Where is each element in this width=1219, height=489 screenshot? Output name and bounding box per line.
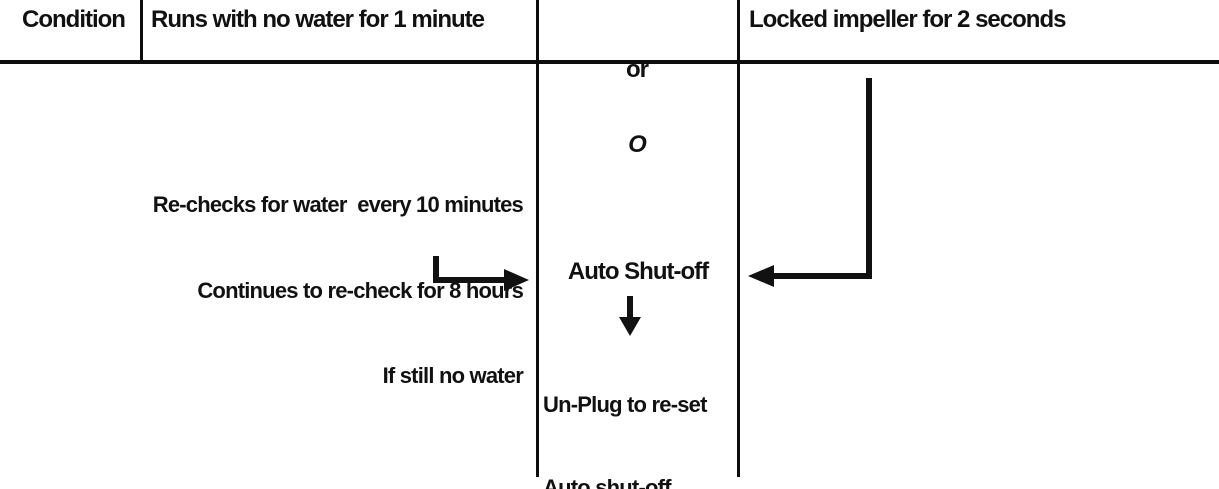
unplug-reset-block: Un-Plug to re-set Auto shut-off xyxy=(543,336,707,489)
arrow-down-icon xyxy=(619,296,641,336)
recheck-line-3: If still no water xyxy=(382,363,524,388)
recheck-line-2: Continues to re-check for 8 hours xyxy=(197,277,523,303)
recheck-text-block: Re-checks for water every 10 minutes Con… xyxy=(40,134,524,448)
column-divider-or-right xyxy=(737,0,740,477)
header-locked-impeller: Locked impeller for 2 seconds xyxy=(749,6,1066,33)
or-letter: O xyxy=(628,131,647,158)
header-runs-no-water: Runs with no water for 1 minute xyxy=(151,6,485,33)
header-or: or O xyxy=(538,7,736,207)
elbow-arrow-left-icon xyxy=(748,78,872,287)
header-rule xyxy=(0,60,1219,64)
auto-shutoff-label: Auto Shut-off xyxy=(567,258,709,285)
unplug-line-2: Auto shut-off xyxy=(543,474,671,489)
column-divider-or-left xyxy=(536,0,539,477)
column-divider-condition xyxy=(140,0,143,62)
unplug-line-1: Un-Plug to re-set xyxy=(543,392,707,417)
recheck-line-1: Re-checks for water every 10 minutes xyxy=(152,192,524,217)
header-condition: Condition xyxy=(22,6,126,33)
